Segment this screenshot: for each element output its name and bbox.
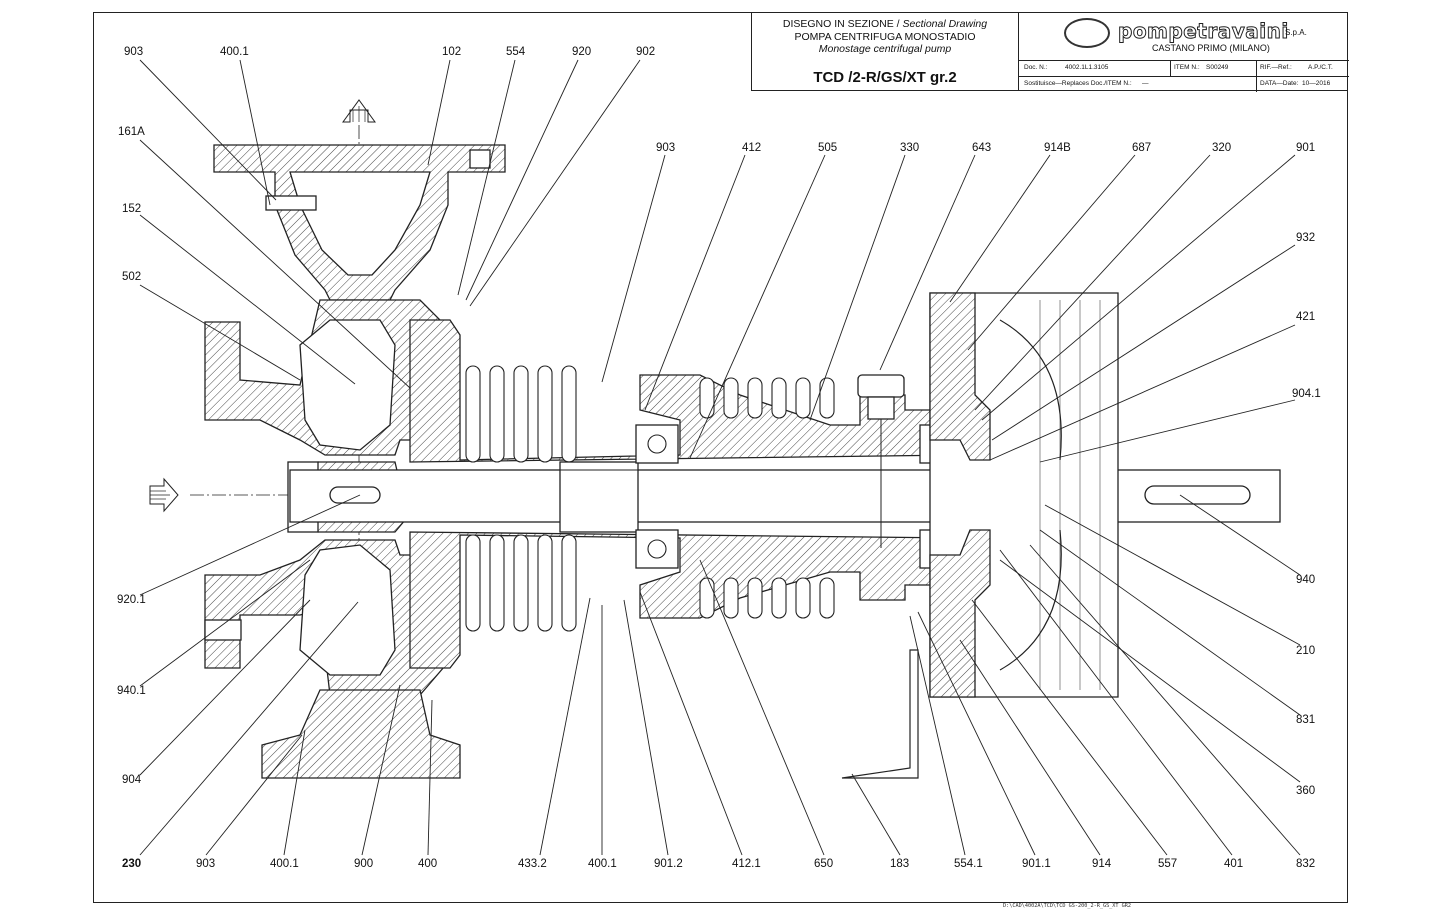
pump-casing bbox=[204, 299, 461, 779]
label-900: 900 bbox=[354, 858, 373, 870]
label-421: 421 bbox=[1296, 311, 1315, 323]
label-643: 643 bbox=[972, 142, 991, 154]
label-901-2: 901.2 bbox=[654, 858, 683, 870]
label-904: 904 bbox=[122, 774, 142, 786]
label-360: 360 bbox=[1296, 785, 1315, 797]
company-location: CASTANO PRIMO (MILANO) bbox=[1152, 43, 1270, 53]
label-902: 902 bbox=[636, 46, 655, 58]
replaces-row: Sostituisce—Replaces Doc./ITEM N.: — DAT… bbox=[1018, 76, 1349, 93]
support-foot bbox=[841, 649, 919, 779]
label-940: 940 bbox=[1296, 574, 1315, 586]
label-505: 505 bbox=[818, 142, 837, 154]
divider bbox=[1256, 60, 1257, 92]
label-554: 554 bbox=[506, 46, 526, 58]
label-400-1-bottom: 400.1 bbox=[270, 858, 299, 870]
label-932: 932 bbox=[1296, 232, 1315, 244]
pump-type-en: Monostage centrifugal pump bbox=[818, 43, 952, 55]
label-832: 832 bbox=[1296, 858, 1315, 870]
ref-label: RIF.—Ref.: bbox=[1260, 64, 1292, 71]
label-502: 502 bbox=[122, 271, 141, 283]
label-554-1: 554.1 bbox=[954, 858, 983, 870]
label-412: 412 bbox=[742, 142, 761, 154]
label-102: 102 bbox=[442, 46, 461, 58]
label-901: 901 bbox=[1296, 142, 1315, 154]
title-block-company: pompetravaini S.p.A. CASTANO PRIMO (MILA… bbox=[1018, 13, 1349, 93]
replaces-value: — bbox=[1142, 80, 1149, 87]
inlet-arrow-icon bbox=[149, 477, 179, 513]
label-920-1: 920.1 bbox=[117, 594, 146, 606]
replaces-label: Sostituisce—Replaces Doc./ITEM N.: bbox=[1024, 80, 1132, 87]
brand-suffix: S.p.A. bbox=[1285, 28, 1307, 37]
label-940-1: 940.1 bbox=[117, 685, 146, 697]
label-914: 914 bbox=[1092, 858, 1112, 870]
item-value: S00249 bbox=[1206, 64, 1229, 71]
label-904-1: 904.1 bbox=[1292, 388, 1321, 400]
doc-row: Doc. N.: 4002.1L1.3105 ITEM N.: S00249 R… bbox=[1018, 60, 1349, 77]
discharge-flange bbox=[213, 144, 506, 301]
label-903-bottom: 903 bbox=[196, 858, 215, 870]
drawing-frame bbox=[93, 12, 1348, 903]
bearing-front bbox=[635, 424, 679, 569]
label-161a: 161A bbox=[118, 126, 145, 138]
date-label: DATA—Date: bbox=[1260, 80, 1299, 87]
shaft bbox=[289, 461, 1281, 533]
label-920: 920 bbox=[572, 46, 591, 58]
doc-label: Doc. N.: bbox=[1024, 64, 1048, 71]
date-value: 10—2016 bbox=[1302, 80, 1331, 87]
label-557: 557 bbox=[1158, 858, 1177, 870]
doc-value: 4002.1L1.3105 bbox=[1065, 64, 1109, 71]
cooling-fins-top bbox=[465, 365, 835, 463]
title-block: DISEGNO IN SEZIONE / Sectional Drawing P… bbox=[751, 12, 1349, 93]
drawing-type: DISEGNO IN SEZIONE / Sectional Drawing bbox=[752, 18, 1018, 30]
title-block-description: DISEGNO IN SEZIONE / Sectional Drawing P… bbox=[752, 13, 1019, 90]
label-230: 230 bbox=[122, 858, 141, 870]
label-831: 831 bbox=[1296, 714, 1315, 726]
label-903-mid: 903 bbox=[656, 142, 675, 154]
item-label: ITEM N.: bbox=[1174, 64, 1200, 71]
label-400: 400 bbox=[418, 858, 437, 870]
label-401: 401 bbox=[1224, 858, 1243, 870]
fan-cover bbox=[929, 292, 1119, 698]
file-path: D:\CAD\4002A\TCD\TCD GS-200_2-R_GS_XT GR… bbox=[1003, 903, 1132, 909]
model-code: TCD /2-R/GS/XT gr.2 bbox=[813, 69, 957, 86]
vent-plug bbox=[857, 374, 905, 548]
drawing-type-it: DISEGNO IN SEZIONE / bbox=[782, 18, 900, 30]
divider bbox=[1170, 60, 1171, 76]
label-412-1: 412.1 bbox=[732, 858, 761, 870]
label-330: 330 bbox=[900, 142, 919, 154]
label-152: 152 bbox=[122, 203, 141, 215]
label-903-top: 903 bbox=[124, 46, 143, 58]
leader-lines bbox=[139, 59, 1301, 856]
label-914b: 914B bbox=[1044, 142, 1071, 154]
cooling-fins-bottom bbox=[465, 534, 835, 632]
label-320: 320 bbox=[1212, 142, 1231, 154]
company-logo-icon bbox=[1064, 18, 1110, 48]
label-650: 650 bbox=[814, 858, 833, 870]
ref-value: A.P./C.T. bbox=[1308, 64, 1333, 71]
pump-type-it: POMPA CENTRIFUGA MONOSTADIO bbox=[794, 31, 976, 43]
label-687: 687 bbox=[1132, 142, 1151, 154]
outlet-arrow-icon bbox=[342, 99, 376, 123]
label-901-1: 901.1 bbox=[1022, 858, 1051, 870]
label-210: 210 bbox=[1296, 645, 1315, 657]
label-400-1-mid: 400.1 bbox=[588, 858, 617, 870]
label-433-2: 433.2 bbox=[518, 858, 547, 870]
label-400-1-top: 400.1 bbox=[220, 46, 249, 58]
drawing-type-en: Sectional Drawing bbox=[902, 18, 988, 30]
brand-name: pompetravaini bbox=[1118, 19, 1289, 44]
label-183: 183 bbox=[890, 858, 909, 870]
